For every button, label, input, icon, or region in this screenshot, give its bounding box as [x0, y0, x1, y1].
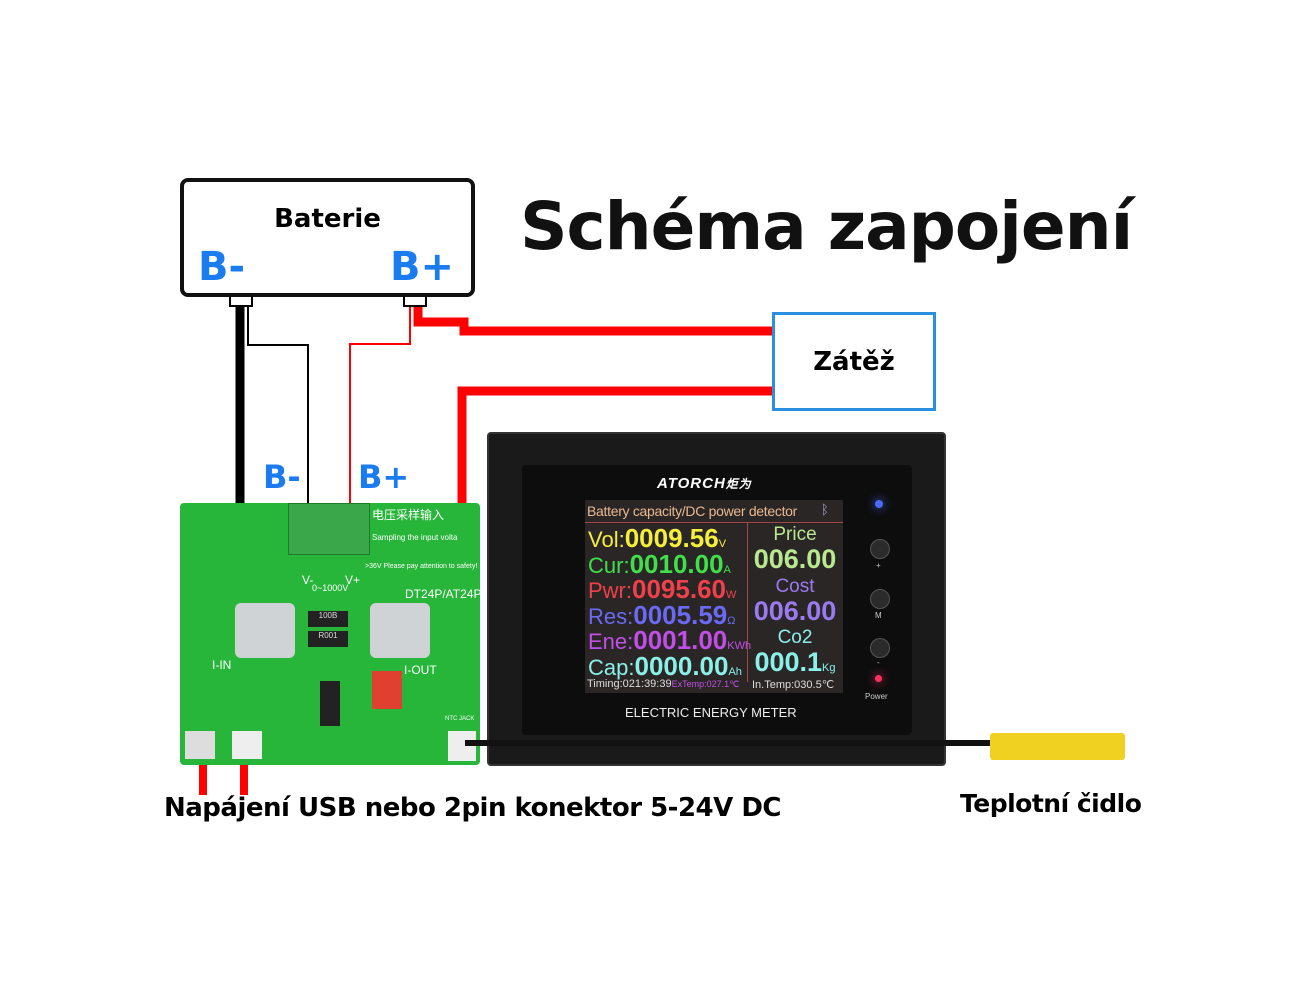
battery-label: Baterie	[274, 204, 381, 234]
row-value: 0095.60	[632, 574, 726, 604]
minus-label: -	[877, 658, 880, 667]
pcb-sampling: Sampling the input volta	[372, 533, 458, 542]
row-label: Ene:	[588, 629, 634, 654]
lcd-header: Battery capacity/DC power detector	[587, 503, 798, 519]
screw-i-out	[370, 603, 430, 658]
price-label: Price	[773, 524, 817, 545]
pcb-cn-label: 电压采样输入	[372, 508, 445, 522]
battery-terminal-neg	[229, 295, 253, 307]
cost-value: 006.00	[753, 596, 837, 626]
plus-label: +	[876, 561, 881, 570]
minus-button[interactable]	[870, 638, 890, 658]
co2-value: 000.1	[754, 647, 823, 677]
battery-terminal-pos	[403, 295, 427, 307]
pcb-vminus: V-	[302, 573, 314, 587]
battery-neg-label: B-	[198, 244, 246, 290]
lcd-row: Ene:0001.00KWh	[588, 625, 751, 656]
plus-button[interactable]	[870, 539, 890, 559]
battery-box: Baterie B- B+	[180, 178, 475, 297]
load-label: Zátěž	[813, 346, 895, 377]
load-box: Zátěž	[772, 312, 936, 411]
row-unit: W	[725, 589, 737, 601]
m-label: M	[875, 611, 882, 620]
chip	[320, 681, 340, 726]
ext-temp: ExTemp:027.1℃	[671, 679, 740, 689]
shunt-resistor-1: 100B	[308, 611, 348, 627]
ntc-jack[interactable]	[448, 731, 476, 761]
cost-label: Cost	[775, 576, 815, 597]
row-value: 0010.00	[629, 548, 724, 579]
meter-brand-cn: 炬为	[725, 477, 752, 491]
shunt-resistor-2: R001	[308, 631, 348, 647]
lcd-display: Battery capacity/DC power detector ᛒ Vol…	[585, 500, 843, 693]
lcd-row: Pwr:0095.60W	[588, 574, 736, 605]
row-unit: KWh	[727, 640, 752, 652]
row-value: 0001.00	[633, 625, 728, 655]
pcb-i-out: I-OUT	[404, 663, 437, 677]
sensor-caption: Teplotní čidlo	[960, 789, 1142, 818]
lcd-row: Res:0005.59Ω	[588, 600, 735, 631]
meter-footer: ELECTRIC ENERGY METER	[625, 705, 797, 720]
row-label: Cur:	[588, 552, 630, 578]
co2-label: Co2	[777, 627, 813, 648]
row-unit: A	[723, 563, 731, 576]
pcb-pos-label: B+	[358, 458, 410, 496]
co2-unit: Kg	[822, 662, 836, 674]
wire-thin-red	[349, 300, 411, 522]
row-unit: Ω	[727, 614, 736, 627]
bluetooth-icon: ᛒ	[821, 502, 829, 517]
usb-port[interactable]	[185, 731, 215, 759]
lcd-row: Cur:0010.00A	[588, 549, 731, 580]
wire-load-positive	[413, 305, 772, 336]
row-value: 0009.56	[624, 523, 719, 553]
temperature-probe	[990, 733, 1125, 760]
pcb-neg-label: B-	[263, 458, 301, 496]
row-value: 0005.59	[633, 599, 728, 630]
red-connector	[372, 671, 402, 709]
pcb-i-in: I-IN	[212, 658, 232, 672]
int-temp: In.Temp:030.5℃	[752, 679, 835, 691]
battery-pos-label: B+	[390, 244, 455, 290]
row-label: Pwr:	[588, 578, 632, 603]
meter-brand: ATORCH	[657, 475, 726, 492]
price-value: 006.00	[753, 544, 837, 574]
row-label: Vol:	[588, 527, 625, 552]
sensor-cable	[465, 740, 995, 746]
shunt-pcb: 电压采样输入 Sampling the input volta >36V Ple…	[180, 503, 482, 765]
m-button[interactable]	[870, 589, 890, 609]
lcd-row: Cap:0000.00Ah	[588, 651, 742, 682]
pcb-ntc: NTC JACK	[445, 716, 475, 722]
bluetooth-led	[875, 500, 883, 508]
power-led	[875, 675, 882, 682]
pcb-warning: >36V Please pay attention to safety!	[365, 563, 478, 570]
pcb-range: 0~1000V	[312, 583, 349, 593]
row-unit: Ah	[728, 665, 742, 678]
row-value: 0000.00	[634, 650, 729, 681]
pcb-model: DT24P/AT24P	[405, 587, 482, 601]
2pin-connector[interactable]	[232, 731, 262, 759]
timing: Timing:021:39:39	[587, 678, 672, 690]
page-title: Schéma zapojení	[520, 188, 1133, 265]
power-supply-caption: Napájení USB nebo 2pin konektor 5-24V DC	[164, 793, 782, 823]
lcd-row: Vol:0009.56V	[588, 523, 726, 554]
row-unit: V	[718, 538, 727, 550]
terminal-block	[288, 503, 370, 555]
screw-i-in	[235, 603, 295, 658]
power-label: Power	[865, 692, 888, 701]
wire-thin-black	[247, 300, 309, 522]
pcb-vplus: V+	[345, 573, 361, 587]
row-label: Res:	[588, 603, 634, 629]
row-label: Cap:	[588, 654, 635, 680]
